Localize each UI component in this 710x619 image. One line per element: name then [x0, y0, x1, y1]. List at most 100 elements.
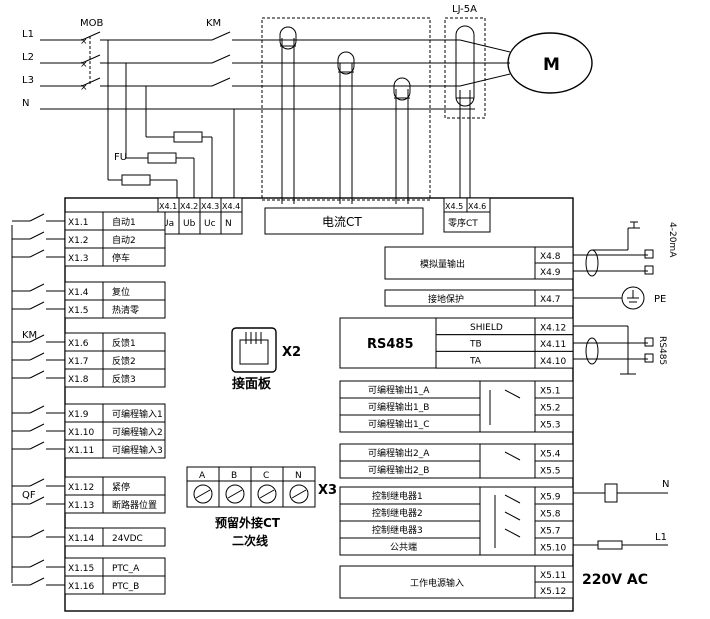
relay-label: 公共端 [390, 541, 417, 553]
ct-coil-a [279, 26, 297, 204]
voltage-terminal-label: Uc [204, 219, 216, 229]
x3-screw-icon [225, 484, 245, 504]
prog-out1-label: 可编程输出1_A [368, 384, 430, 396]
prog-out2-id: X5.5 [540, 467, 560, 477]
prog-out1-label: 可编程输出1_B [368, 401, 429, 413]
x3-caption-1: 预留外接CT [215, 515, 281, 530]
relay-id: X5.10 [540, 544, 566, 554]
prog-out2-label: 可编程输出2_B [368, 464, 429, 476]
line-l2-label: L2 [22, 52, 34, 63]
x3-screw-slot [291, 489, 307, 499]
zero-seq-label: 零序CT [448, 217, 478, 229]
relay-contact [504, 511, 521, 521]
prog-out1-contact-box [479, 380, 536, 433]
left-terminal-label: PTC_B [112, 582, 139, 592]
switch-contact [29, 559, 45, 568]
ground-id: X4.7 [540, 295, 560, 305]
voltage-terminal-label: N [225, 219, 232, 229]
prog-out1-contact [504, 389, 521, 399]
left-terminal-label-box [102, 247, 166, 267]
voltage-terminal-label: Ua [162, 219, 174, 229]
rs485-id-box [534, 350, 574, 369]
contactor-label: KM [206, 18, 221, 29]
pe-ground-symbol: PE [573, 286, 666, 310]
left-terminal-label: 停车 [112, 252, 130, 264]
analog-id-2: X4.9 [540, 268, 561, 278]
left-terminal-label: 断路器位置 [112, 499, 157, 511]
left-terminal-id: X1.1 [68, 218, 88, 228]
voltage-terminal-id: X4.2 [180, 202, 198, 211]
rs485-cable: RS485 [573, 325, 667, 375]
left-terminal-id: X1.14 [68, 534, 94, 544]
switch-contact [29, 334, 45, 343]
switch-contact [29, 441, 45, 450]
line-n-label: N [22, 98, 29, 109]
left-terminal-id: X1.10 [68, 428, 94, 438]
left-terminal-label-box [102, 368, 166, 388]
x3-col-label: B [231, 471, 237, 481]
left-terminal-label-box [102, 439, 166, 459]
left-terminal-label: 可编程输入2 [112, 426, 163, 438]
x2-label: X2 [282, 345, 301, 360]
x3-caption-2: 二次线 [232, 533, 268, 548]
current-ct-label: 电流CT [322, 215, 362, 229]
voltage-terminal-label-box [220, 211, 243, 235]
prog-out1-id: X5.2 [540, 404, 560, 414]
relay-label: 控制继电器3 [372, 524, 423, 536]
prog-out2-id: X5.4 [540, 450, 561, 460]
voltage-terminal-id: X4.4 [222, 202, 240, 211]
x3-screw-icon [289, 484, 309, 504]
left-terminal-id: X1.16 [68, 582, 94, 592]
line-l3-label: L3 [22, 75, 34, 86]
left-terminal-label: PTC_A [112, 564, 140, 574]
left-terminal-label: 自动1 [112, 216, 136, 228]
x3-screw-slot [259, 489, 275, 499]
rs485-signal: TA [469, 356, 482, 366]
left-terminal-label: 反馈2 [112, 355, 136, 367]
left-terminal-id: X1.6 [68, 339, 89, 349]
relay-fuse [597, 540, 623, 550]
power-label-box [339, 565, 536, 599]
left-terminal-id: X1.15 [68, 564, 94, 574]
zero-ct-label: LJ-5A [452, 4, 477, 15]
fuse-label: FU [114, 152, 127, 163]
switch-contact [29, 405, 45, 414]
km-left-label: KM [22, 330, 37, 341]
relay-contact-box [479, 486, 536, 556]
relay-contact [504, 528, 521, 538]
analog-label: 模拟量输出 [420, 258, 465, 270]
svg-text:×: × [80, 37, 88, 47]
power-id-1: X5.11 [540, 571, 566, 581]
relay-label: 控制继电器1 [372, 490, 423, 502]
relay-label: 控制继电器2 [372, 507, 423, 519]
rs485-label-box [339, 317, 437, 369]
relay-contact [504, 494, 521, 504]
x3-screw-icon [193, 484, 213, 504]
ground-label: 接地保护 [428, 293, 464, 305]
power-lines: L1 L2 L3 N MOB KM × × × [22, 4, 593, 204]
left-terminal-label-box [102, 527, 166, 547]
prog-out1-id: X5.1 [540, 387, 560, 397]
x2-caption: 接面板 [232, 376, 272, 392]
svg-text:×: × [80, 60, 88, 70]
rs485-id: X4.12 [540, 323, 566, 333]
rs485-signal-box [435, 334, 536, 352]
power-id-2-box [534, 581, 574, 599]
zero-ct-zone [444, 17, 486, 119]
qf-left-label: QF [22, 490, 36, 501]
svg-text:×: × [80, 83, 88, 93]
left-terminal-id: X1.2 [68, 236, 88, 246]
voltage-terminal-label: Ub [183, 219, 196, 229]
switch-contact [29, 423, 45, 432]
rs485-signal: TB [469, 340, 482, 350]
relay-ext-n: N [662, 479, 669, 490]
left-terminal-label: 可编程输入3 [112, 444, 163, 456]
voltage-terminal-id: X4.3 [201, 202, 219, 211]
switch-contact [29, 529, 45, 538]
power-label: 工作电源输入 [410, 577, 464, 589]
ct-coil-b [337, 51, 355, 204]
switch-contact [29, 496, 45, 505]
